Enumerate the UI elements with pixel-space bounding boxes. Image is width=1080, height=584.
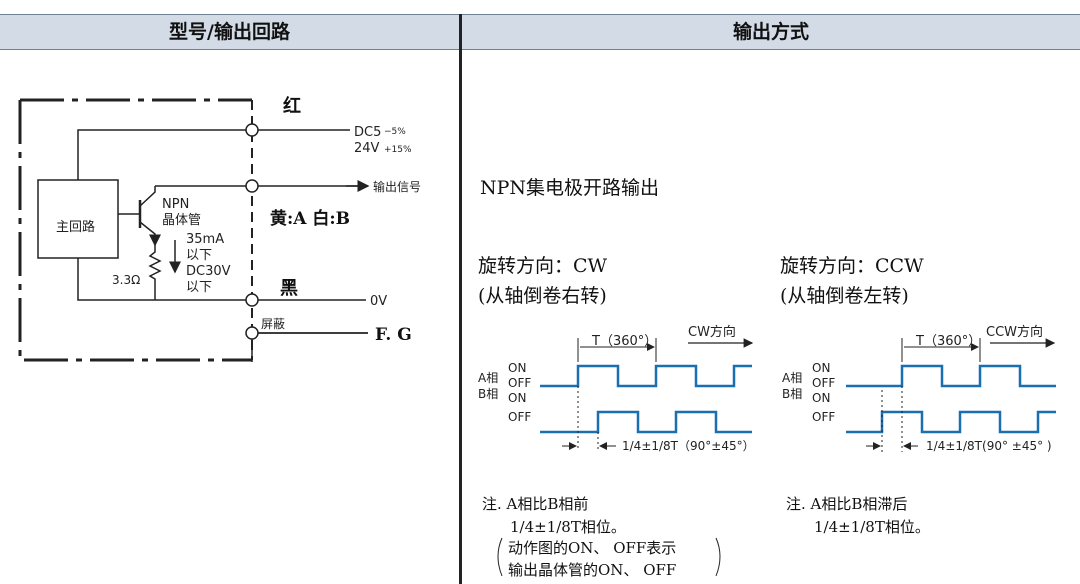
ccw-arrow-label: CCW方向 [986,324,1043,340]
main-circuit-box [37,179,119,259]
column-divider [459,14,462,584]
below2-label: 以下 [186,280,212,295]
header-output-mode: 输出方式 [462,14,1080,50]
cw-arrow-label: CW方向 [688,324,736,340]
main-circuit-label: 主回路 [56,219,95,235]
cw-note4: 输出晶体管的ON、 OFF [508,561,676,579]
ccw-on2: ON [812,391,830,405]
ccw-wave-a [846,364,1056,388]
cw-note3: 动作图的ON、 OFF表示 [508,539,676,557]
cw-on1: ON [508,361,526,375]
dc-tol-plus: +15% [384,145,412,155]
cw-section: 旋转方向：CW (从轴倒卷右转) T（360°） CW方向 ON A相 OFF … [478,255,755,579]
cw-note2: 1/4±1/8T相位。 [510,518,626,536]
ccw-direction: 旋转方向：CCW [780,255,924,277]
zero-v-label: 0V [370,294,387,309]
cw-off2: OFF [508,410,531,424]
ccw-on1: ON [812,361,830,375]
ccw-period: T（360°） [915,334,981,349]
cw-off1: OFF [508,376,531,390]
output-signal-label: 输出信号 [373,179,421,194]
ccw-desc: (从轴倒卷左转) [780,285,909,307]
cw-note1: 注. A相比B相前 [482,495,588,513]
terminal-output [245,179,259,193]
ccw-off1: OFF [812,376,835,390]
ccw-phase-b: B相 [782,387,802,401]
wire-red-label: 红 [283,95,301,117]
below1-label: 以下 [186,248,212,263]
terminal-power [245,123,259,137]
cw-wave-a [540,364,752,388]
terminal-shield [245,326,259,340]
dc-tol-minus: −5% [384,127,406,137]
yellow-white-label: 黄:A 白:B [270,208,350,229]
output-type-label: NPN集电极开路输出 [480,177,659,199]
resistor-label: 3.3Ω [112,273,140,287]
dc-main-label: DC5 [354,125,381,140]
wire-black-label: 黑 [280,278,298,299]
npn-label: NPN [162,197,189,212]
current-label: 35mA [186,232,224,247]
header-model-circuit: 型号/输出回路 [0,14,459,50]
ccw-phase-a: A相 [782,371,802,385]
dc-v-label: 24V [354,141,380,156]
cw-direction: 旋转方向：CW [478,255,608,277]
cw-on2: ON [508,391,526,405]
fg-label: F. G [375,325,412,345]
ccw-wave-b [846,410,1056,434]
ccw-phase-diff: 1/4±1/8T(90° ±45° ) [926,439,1052,453]
cw-desc: (从轴倒卷右转) [478,285,607,307]
terminal-ground [245,293,259,307]
ccw-section: 旋转方向：CCW (从轴倒卷左转) T（360°） CCW方向 ON A相 OF… [780,255,1056,536]
cw-phase-b: B相 [478,387,498,401]
cw-phase-diff: 1/4±1/8T（90°±45°） [622,439,755,453]
transistor-label: 晶体管 [162,213,201,228]
circuit-diagram: 主回路 红 DC5 −5% 24V +15% 输出信号 黄:A 白:B NPN … [18,95,421,362]
voltage-label: DC30V [186,264,231,279]
table-header: 型号/输出回路 输出方式 [0,0,1080,50]
ccw-off2: OFF [812,410,835,424]
cw-wave-b [540,410,752,434]
ccw-note2: 1/4±1/8T相位。 [814,518,930,536]
shield-label: 屏蔽 [261,317,285,331]
cw-period: T（360°） [591,334,657,349]
cw-phase-a: A相 [478,371,498,385]
ccw-note1: 注. A相比B相滞后 [786,495,907,513]
